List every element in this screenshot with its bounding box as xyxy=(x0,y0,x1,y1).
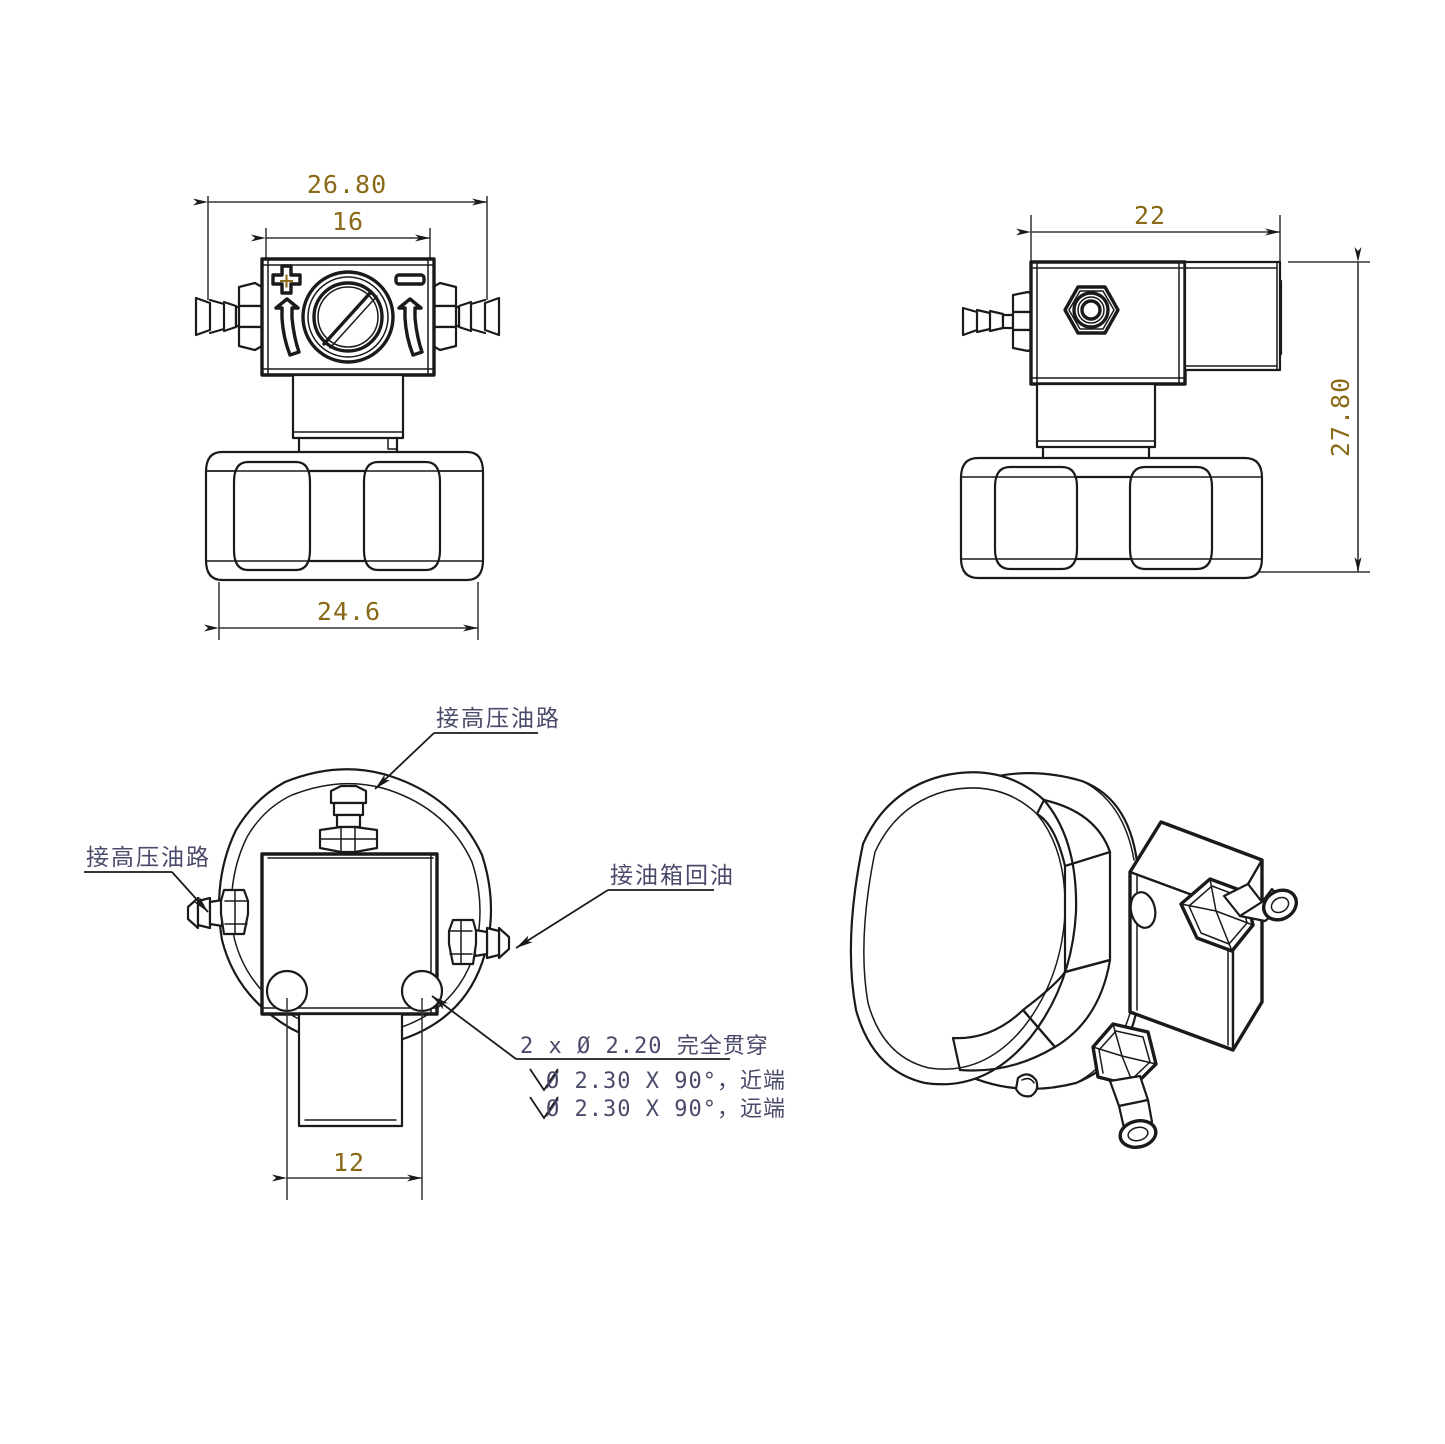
side-neck xyxy=(1035,382,1157,464)
front-view: 26.80 16 xyxy=(193,170,501,640)
dimension-overall-height: 27.80 xyxy=(1240,247,1370,573)
dimension-hex-width: 24.6 xyxy=(204,582,479,640)
iso-barb-lower xyxy=(1091,1022,1158,1149)
callout-port-top: 接高压油路 xyxy=(374,706,561,790)
callout-top-label: 接高压油路 xyxy=(436,706,561,732)
dimension-value-2780: 27.80 xyxy=(1326,377,1355,457)
isometric-view xyxy=(849,771,1299,1149)
dimension-value-246: 24.6 xyxy=(317,597,381,626)
dimension-value-2680: 26.80 xyxy=(307,170,387,199)
callout-left-label: 接高压油路 xyxy=(86,845,211,871)
bottom-port-top xyxy=(318,784,379,854)
iso-hex-body xyxy=(849,771,1140,1090)
dimension-value-22: 22 xyxy=(1134,201,1166,230)
plus-marking: + xyxy=(271,264,302,357)
hole-note-line1: 2 x Ø 2.20 完全贯穿 xyxy=(520,1034,769,1059)
dimension-stem-width: 12 xyxy=(272,998,423,1200)
bottom-port-right xyxy=(447,918,511,966)
right-side-view: 22 27.80 xyxy=(959,201,1370,580)
minus-marking xyxy=(394,273,426,357)
adjustment-screw xyxy=(301,270,395,364)
dimension-depth: 22 xyxy=(1016,201,1281,262)
callout-port-left: 接高压油路 xyxy=(84,845,211,913)
side-port-hexnut xyxy=(1063,285,1120,335)
bottom-stem xyxy=(297,1012,404,1128)
bottom-view: 12 接高压油路 接高压油路 接油箱回油 2 x Ø 2.20 完全贯穿 Ø 2… xyxy=(84,706,786,1200)
dimension-overall-width: 26.80 xyxy=(193,170,488,300)
callout-right-label: 接油箱回油 xyxy=(610,863,735,889)
dimension-value-12: 12 xyxy=(333,1148,365,1177)
side-body-block xyxy=(1029,260,1283,386)
dimension-value-16: 16 xyxy=(332,207,364,236)
dimension-body-width: 16 xyxy=(251,207,431,262)
front-neck xyxy=(291,373,405,458)
hole-note-block: 2 x Ø 2.20 完全贯穿 Ø 2.30 X 90°，近端 Ø 2.30 X… xyxy=(431,995,786,1122)
callout-port-right: 接油箱回油 xyxy=(515,863,735,949)
plus-label: + xyxy=(279,266,295,295)
side-hex-body xyxy=(959,456,1264,580)
hole-note-line3: Ø 2.30 X 90°，远端 xyxy=(546,1097,786,1122)
iso-barb-upper xyxy=(1179,877,1299,953)
hole-note-line2: Ø 2.30 X 90°，近端 xyxy=(546,1069,786,1094)
front-hex-body xyxy=(204,450,485,582)
